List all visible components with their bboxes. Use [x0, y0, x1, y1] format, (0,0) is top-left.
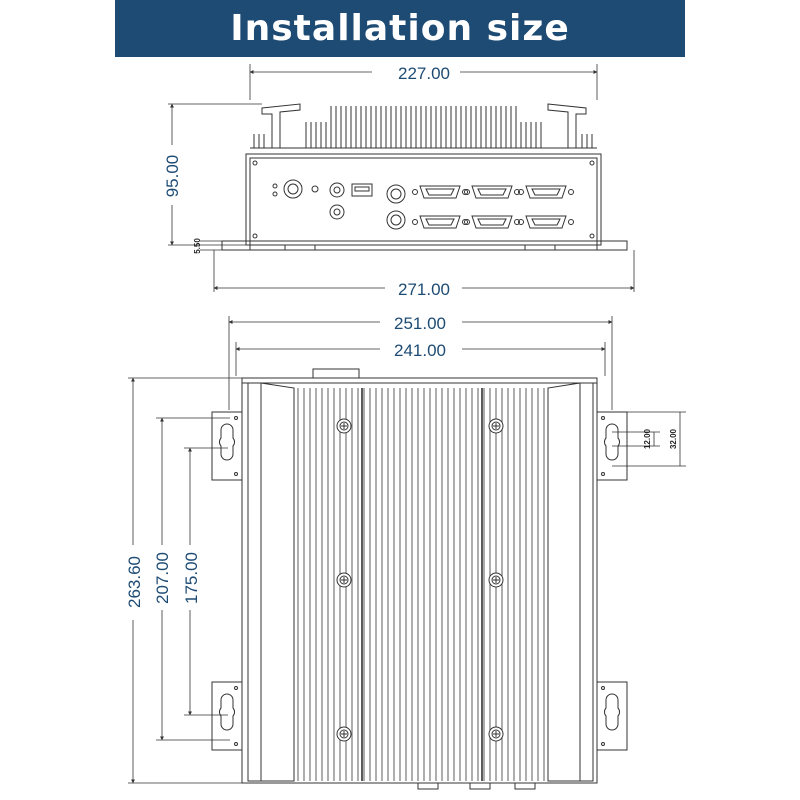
front-right-ear	[547, 103, 587, 149]
screw-icon	[488, 572, 504, 588]
dim-front-width-bottom: 271.00	[398, 280, 450, 299]
dim-top-height-mount-inner: 175.00	[182, 552, 201, 604]
screw-icon	[336, 572, 352, 588]
top-dimensions	[128, 316, 686, 784]
front-panel	[249, 157, 598, 242]
serial-port-icon	[464, 185, 520, 199]
serial-port-icon	[412, 185, 468, 199]
dim-top-height-mount-outer: 207.00	[153, 552, 172, 604]
front-heatsink-fins	[253, 106, 593, 148]
serial-port-icon	[412, 215, 468, 229]
title-banner: Installation size	[115, 0, 685, 57]
dim-slot-height-small: 12.00	[643, 428, 652, 449]
ps2-port-icon	[386, 210, 406, 230]
mounting-bracket	[211, 411, 243, 481]
screw-icon	[336, 726, 352, 742]
dim-top-height-total: 263.60	[125, 556, 144, 608]
top-view	[211, 368, 628, 790]
audio-jack-icon	[329, 204, 345, 220]
front-dimensions	[168, 64, 635, 292]
top-heatsink-fins	[297, 388, 545, 781]
audio-jack-icon	[329, 182, 345, 198]
page-title: Installation size	[230, 8, 570, 49]
dim-slot-height-large: 32.00	[669, 428, 678, 449]
heatsink-screws	[336, 418, 504, 742]
power-button-icon	[283, 179, 303, 199]
serial-ports	[412, 185, 574, 229]
led-icon	[272, 183, 278, 189]
serial-port-icon	[518, 215, 574, 229]
dim-front-height: 95.00	[163, 155, 182, 198]
screw-icon	[488, 726, 504, 742]
screw-icon	[488, 418, 504, 434]
dim-front-width-top: 227.00	[398, 64, 450, 83]
screw-icon	[336, 418, 352, 434]
dim-top-width-outer: 251.00	[394, 314, 446, 333]
dim-front-foot-height: 5.50	[193, 238, 202, 254]
front-view	[221, 103, 628, 251]
serial-port-icon	[518, 185, 574, 199]
dim-top-width-inner: 241.00	[394, 341, 446, 360]
ps2-port-icon	[386, 184, 406, 204]
front-left-ear	[261, 103, 301, 149]
mounting-bracket	[211, 681, 243, 751]
usb-port-icon	[351, 183, 373, 197]
mounting-bracket	[596, 681, 628, 751]
serial-port-icon	[464, 215, 520, 229]
